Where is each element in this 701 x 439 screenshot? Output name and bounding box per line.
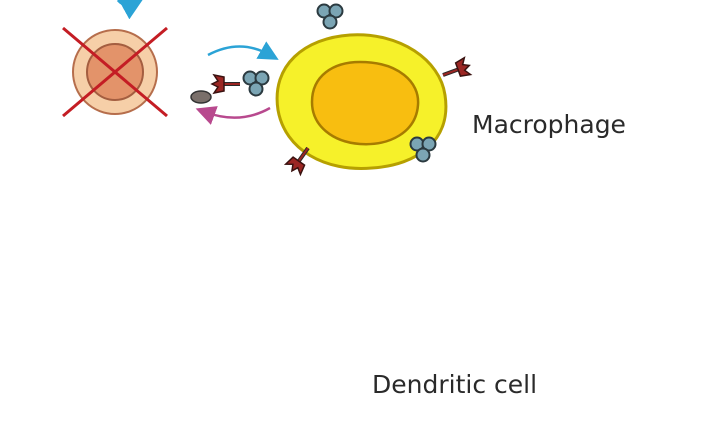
- curved-arrow-icon: [208, 47, 270, 56]
- macrophage-nucleus: [312, 62, 418, 144]
- curved-arrow-icon: [205, 108, 270, 118]
- dendritic-cell-label: Dendritic cell: [372, 370, 537, 399]
- fc-receptor-icon: [212, 75, 240, 93]
- antibody-icon: [318, 5, 343, 29]
- grey-blob: [191, 91, 211, 103]
- curved-arrow-icon: [118, 0, 134, 5]
- macrophage-label: Macrophage: [472, 110, 626, 139]
- fc-receptor-icon: [440, 57, 472, 83]
- target-cell-top: [63, 28, 167, 116]
- antibody-icon: [244, 72, 269, 96]
